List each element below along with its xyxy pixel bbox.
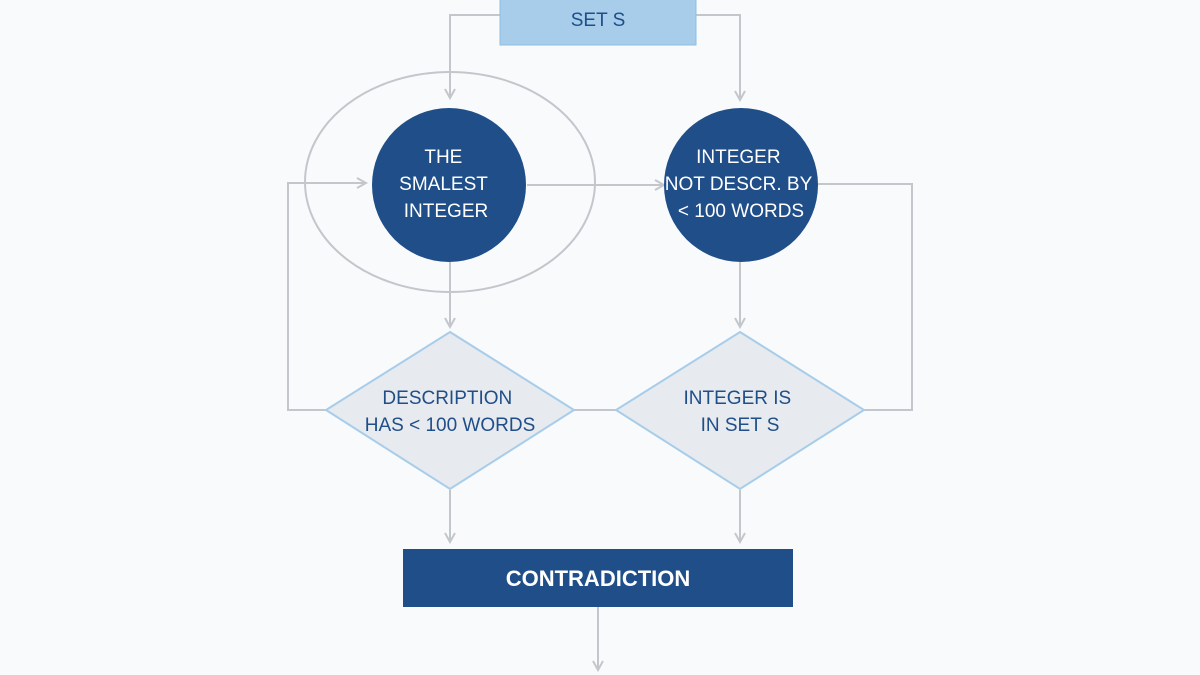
edge-set-to-not-described [696, 14, 740, 100]
edges [287, 14, 913, 670]
not-described-line-3: < 100 WORDS [678, 201, 804, 222]
description-diamond [324, 330, 576, 491]
in-set-line-1: INTEGER IS [684, 388, 792, 409]
edge-set-to-smallest [450, 14, 500, 98]
contradiction-box [403, 549, 793, 607]
smallest-integer-line-1: THE [424, 147, 462, 168]
edge-in-set-loop-back [818, 183, 913, 411]
set-s-node: SET S [499, 0, 697, 46]
description-check-node: DESCRIPTION HAS < 100 WORDS [324, 330, 576, 491]
set-s-box [499, 0, 697, 46]
in-set-diamond [614, 330, 866, 491]
not-described-label: INTEGER NOT DESCR. BY < 100 WORDS [665, 147, 817, 222]
smallest-integer-line-3: INTEGER [404, 201, 488, 222]
edge-description-loop-back [287, 183, 366, 411]
not-described-node: INTEGER NOT DESCR. BY < 100 WORDS [664, 108, 818, 262]
description-line-1: DESCRIPTION [382, 388, 512, 409]
set-s-label: SET S [571, 10, 626, 31]
contradiction-label: CONTRADICTION [506, 566, 691, 591]
in-set-label: INTEGER IS IN SET S [684, 388, 797, 436]
in-set-line-2: IN SET S [701, 415, 780, 436]
not-described-line-2: NOT DESCR. BY [665, 174, 813, 195]
in-set-check-node: INTEGER IS IN SET S [614, 330, 866, 491]
smallest-integer-node: THE SMALEST INTEGER [372, 108, 526, 262]
description-line-2: HAS < 100 WORDS [365, 415, 536, 436]
not-described-circle [664, 108, 818, 262]
smallest-integer-circle [372, 108, 526, 262]
smallest-integer-line-2: SMALEST [399, 174, 488, 195]
smallest-integer-label: THE SMALEST INTEGER [399, 147, 493, 222]
not-described-line-1: INTEGER [696, 147, 780, 168]
description-label: DESCRIPTION HAS < 100 WORDS [365, 388, 536, 436]
contradiction-node: CONTRADICTION [403, 549, 793, 607]
